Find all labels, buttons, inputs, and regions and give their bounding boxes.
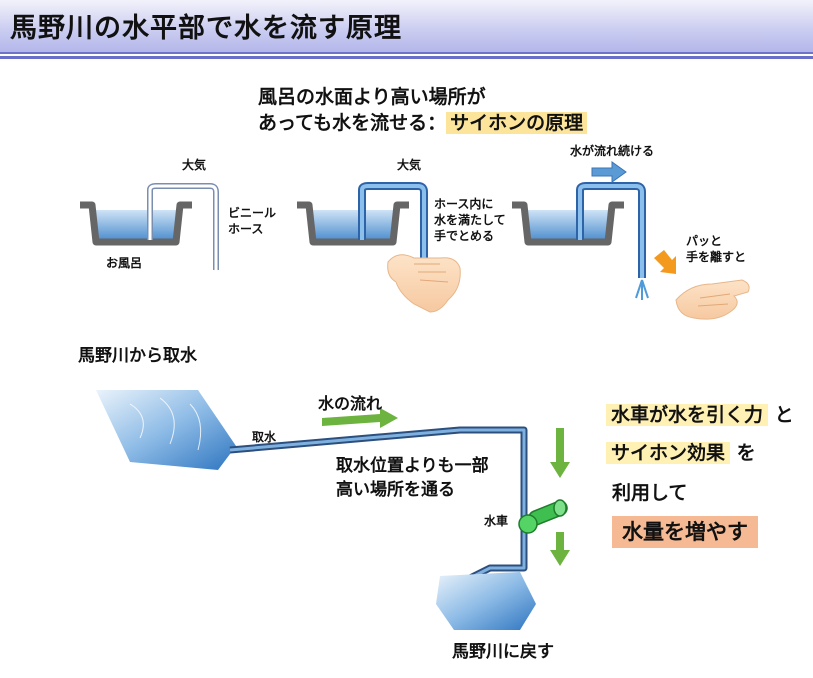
flow-arrow-blue-icon: [591, 161, 627, 183]
keeps-flowing-label: 水が流れ続ける: [570, 144, 655, 158]
air-label-1: 大気: [182, 158, 207, 172]
siphon-principle-highlight: サイホンの原理: [446, 112, 588, 134]
hose-note-line-2: 水を満たして: [434, 213, 506, 227]
flow-arrow-green-icon: [322, 408, 398, 428]
hand-stopping-hose: [387, 254, 461, 313]
title-bar: 馬野川の水平部で水を流す原理: [0, 0, 813, 54]
explanation-line-3: 利用して: [612, 482, 688, 504]
route-note-line-1: 取水位置よりも一部: [336, 456, 489, 476]
result-box: 水量を増やす: [612, 516, 758, 548]
hose-note-line-1: ホース内に: [434, 197, 494, 211]
title-underline: [0, 56, 813, 59]
intro-line-1: 風呂の水面より高い場所が: [258, 86, 486, 108]
release-label-line-1: パッと: [686, 234, 723, 248]
release-arrow-orange-icon: [654, 250, 676, 274]
siphon-effect-highlight: サイホン効果: [606, 442, 731, 464]
river-return-water: [436, 572, 536, 630]
water-wheel-label: 水車: [484, 514, 509, 528]
return-river-label: 馬野川に戻す: [452, 642, 554, 662]
bath-label: お風呂: [106, 256, 143, 270]
intake-source-label: 馬野川から取水: [78, 346, 197, 366]
hose-note-line-3: 手でとめる: [434, 229, 495, 243]
explanation-line-2: サイホン効果 を: [606, 440, 756, 466]
explanation-line-2-suffix: を: [736, 442, 756, 464]
bathtub-2: [297, 201, 409, 246]
explanation-line-1: 水車が水を引く力 と: [606, 402, 794, 428]
hose-label-line-1: ビニール: [228, 206, 277, 220]
explanation-line-1-suffix: と: [774, 404, 794, 426]
water-wheel-icon: [518, 499, 568, 534]
water-flow-label: 水の流れ: [318, 394, 383, 413]
water-pipe: [229, 426, 528, 582]
air-label-2: 大気: [397, 158, 422, 172]
bathtub-3: [512, 201, 624, 246]
page-title: 馬野川の水平部で水を流す原理: [10, 13, 402, 44]
intake-label: 取水: [252, 430, 277, 444]
down-arrow-green-icon-1: [550, 428, 570, 478]
intro-line-2-prefix: あっても水を流せる：: [258, 112, 447, 134]
hose-label-line-2: ホース: [228, 222, 264, 236]
bathtub-1: [80, 201, 192, 246]
released-hand: [675, 279, 750, 320]
release-label-line-2: 手を離すと: [686, 250, 747, 264]
river-intake-water: [96, 390, 236, 470]
wheel-force-highlight: 水車が水を引く力: [606, 404, 769, 426]
intro-line-2: あっても水を流せる：サイホンの原理: [258, 110, 588, 136]
route-note-line-2: 高い場所を通る: [336, 480, 455, 500]
down-arrow-green-icon-2: [550, 532, 570, 566]
water-spray: [635, 279, 649, 300]
